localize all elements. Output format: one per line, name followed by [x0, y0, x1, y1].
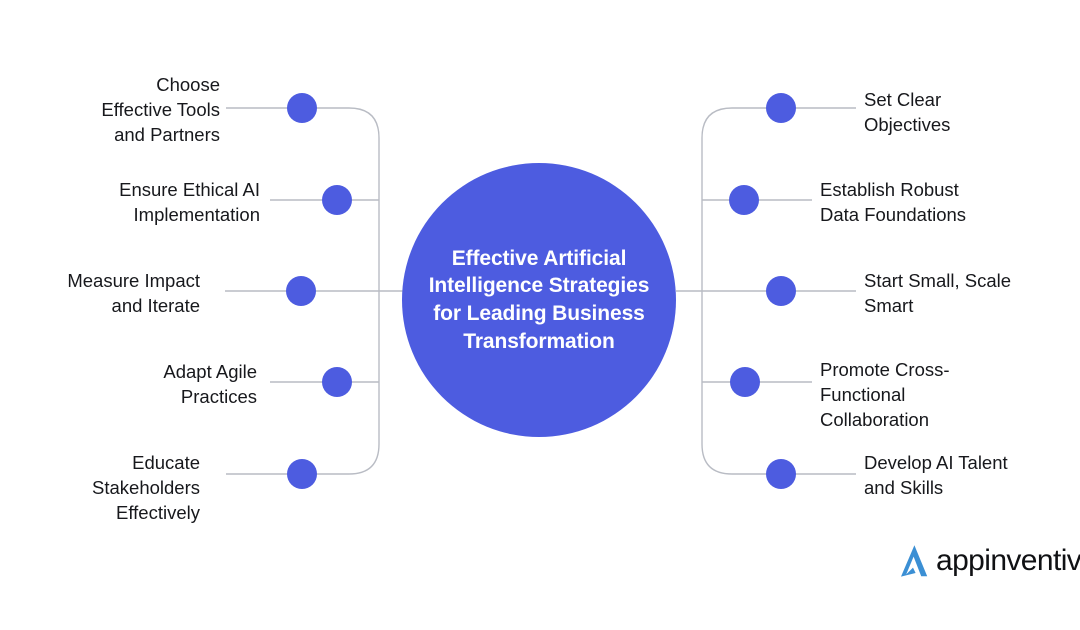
a-chevron-logo-icon	[901, 545, 928, 577]
central-hub: Effective Artificial Intelligence Strate…	[402, 163, 676, 437]
right-node-label-4: Promote Cross- Functional Collaboration	[820, 359, 950, 431]
right-node-dot-2[interactable]	[729, 185, 759, 215]
left-node-label-2: Ensure Ethical AI Implementation	[119, 179, 260, 226]
left-node-label-4: Adapt Agile Practices	[163, 361, 257, 408]
right-node-label-3: Start Small, Scale Smart	[864, 270, 1012, 317]
left-node-dot-1[interactable]	[287, 93, 317, 123]
left-node-dot-5[interactable]	[287, 459, 317, 489]
left-node-dot-3[interactable]	[286, 276, 316, 306]
right-node-dot-1[interactable]	[766, 93, 796, 123]
brand-name: appinventiv	[936, 544, 1080, 577]
right-node-dot-3[interactable]	[766, 276, 796, 306]
left-node-label-1: Choose Effective Tools and Partners	[101, 74, 220, 146]
left-node-label-3: Measure Impact and Iterate	[67, 270, 200, 317]
hub-title: Effective Artificial Intelligence Strate…	[428, 246, 650, 353]
brand-logo: appinventiv	[894, 541, 1080, 581]
right-node-label-1: Set Clear Objectives	[864, 89, 951, 136]
right-node-label-2: Establish Robust Data Foundations	[820, 179, 967, 226]
left-node-dot-4[interactable]	[322, 367, 352, 397]
left-node-label-5: Educate Stakeholders Effectively	[92, 452, 200, 524]
right-node-dot-4[interactable]	[730, 367, 760, 397]
right-node-label-5: Develop AI Talent and Skills	[864, 452, 1008, 499]
right-node-dot-5[interactable]	[766, 459, 796, 489]
left-node-dot-2[interactable]	[322, 185, 352, 215]
